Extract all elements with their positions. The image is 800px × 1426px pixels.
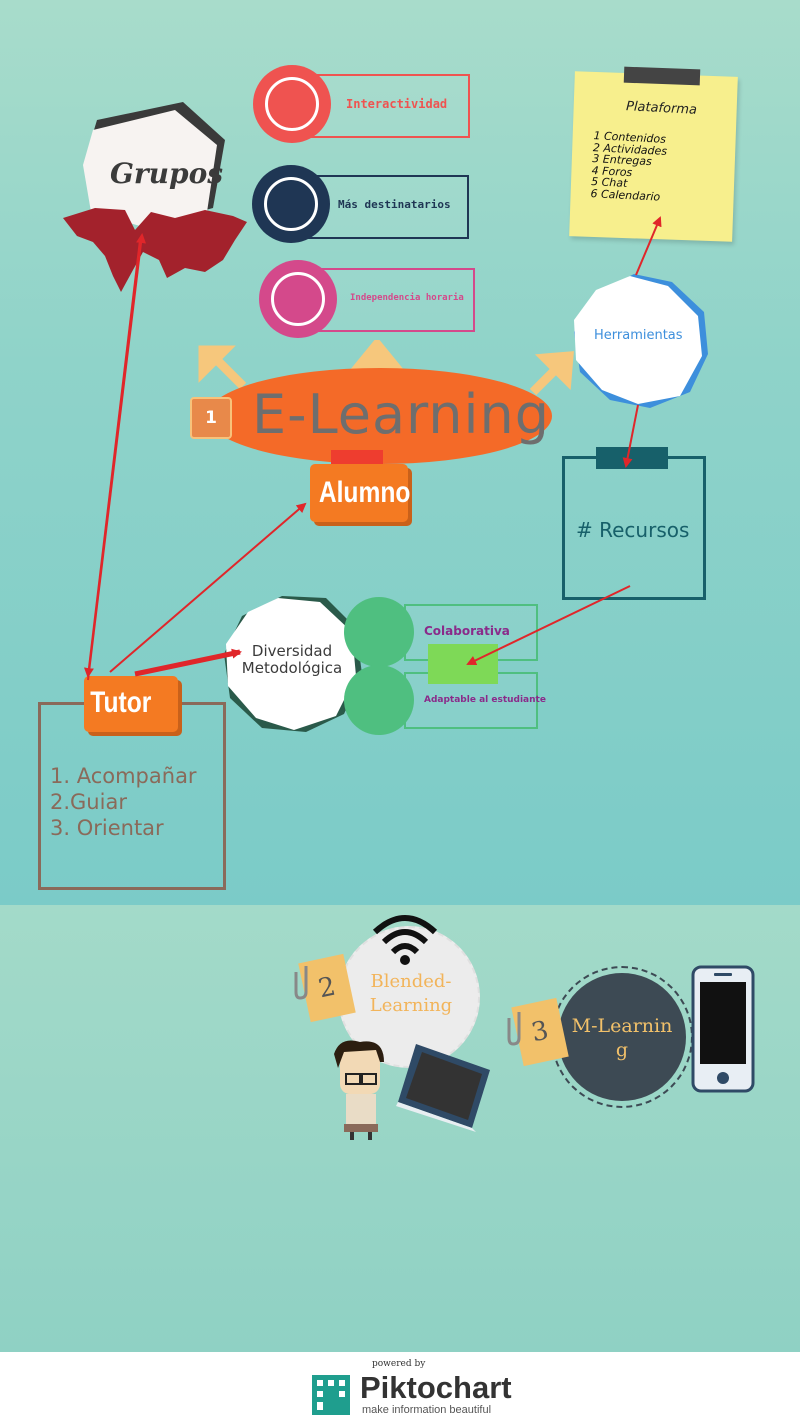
destinatarios-circle — [252, 165, 330, 243]
arrow-herramientas-recursos — [622, 404, 639, 468]
alumno-tab — [331, 450, 383, 465]
destinatarios-label: Más destinatarios — [338, 198, 451, 211]
grupos-badge — [63, 102, 247, 292]
arrow-herramientas-plataforma — [635, 216, 662, 276]
adaptable-circle — [344, 665, 414, 735]
interactividad-circle — [253, 65, 331, 143]
herramientas-label: Herramientas — [594, 328, 683, 343]
world-map-icon — [63, 208, 247, 292]
horaria-circle — [259, 260, 337, 338]
person-laptop-icon — [334, 1040, 490, 1140]
step-1-badge: 1 — [190, 397, 232, 439]
method-highlight — [428, 644, 498, 684]
blended-label: Blended-Learning — [369, 971, 453, 1016]
tutor-role: 1. Acompañar — [50, 764, 197, 788]
tutor-role: 3. Orientar — [50, 816, 164, 840]
diversidad-label: Diversidad Metodológica — [241, 642, 343, 677]
smartphone-icon — [691, 965, 755, 1093]
tutor-roles: 1. Acompañar 2.Guiar 3. Orientar — [50, 763, 197, 841]
arrow-grupos-tutor — [83, 239, 141, 678]
mlearning-label: M-Learning — [571, 1015, 673, 1061]
adaptable-label: Adaptable al estudiante — [424, 695, 546, 705]
mlearning-circle — [558, 973, 686, 1101]
piktochart-tagline: make information beautiful — [362, 1404, 492, 1416]
e-learning-title: E-Learning — [252, 383, 551, 446]
footer — [0, 1352, 800, 1426]
connector-arrows — [83, 216, 662, 681]
tutor-label: Tutor — [90, 686, 152, 719]
arrow-recursos-methods — [466, 585, 631, 666]
piktochart-brand: Piktochart — [360, 1370, 512, 1405]
tutor-box — [84, 676, 178, 732]
arrow-tutor-alumno — [109, 502, 307, 673]
interactividad-label: Interactividad — [346, 97, 448, 111]
piktochart-logo-icon — [312, 1375, 350, 1415]
arrow-tutor-diversidad — [134, 648, 242, 677]
grupos-label: Grupos — [110, 157, 224, 190]
diversidad-badge — [224, 596, 362, 732]
paperclip-icon — [294, 966, 308, 1000]
alumno-box — [310, 464, 408, 522]
alumno-label: Alumno — [318, 476, 411, 509]
powered-by-label: powered by — [372, 1359, 426, 1369]
colaborativa-label: Colaborativa — [424, 624, 510, 638]
recursos-label: # Recursos — [576, 518, 690, 542]
paperclip-icon — [507, 1012, 521, 1046]
wifi-icon — [372, 915, 438, 965]
tutor-role: 2.Guiar — [50, 790, 127, 814]
e-learning-ellipse — [207, 368, 552, 464]
horaria-label: Independencia horaria — [350, 293, 464, 303]
herramientas-badge — [574, 274, 708, 408]
colaborativa-circle — [344, 597, 414, 667]
